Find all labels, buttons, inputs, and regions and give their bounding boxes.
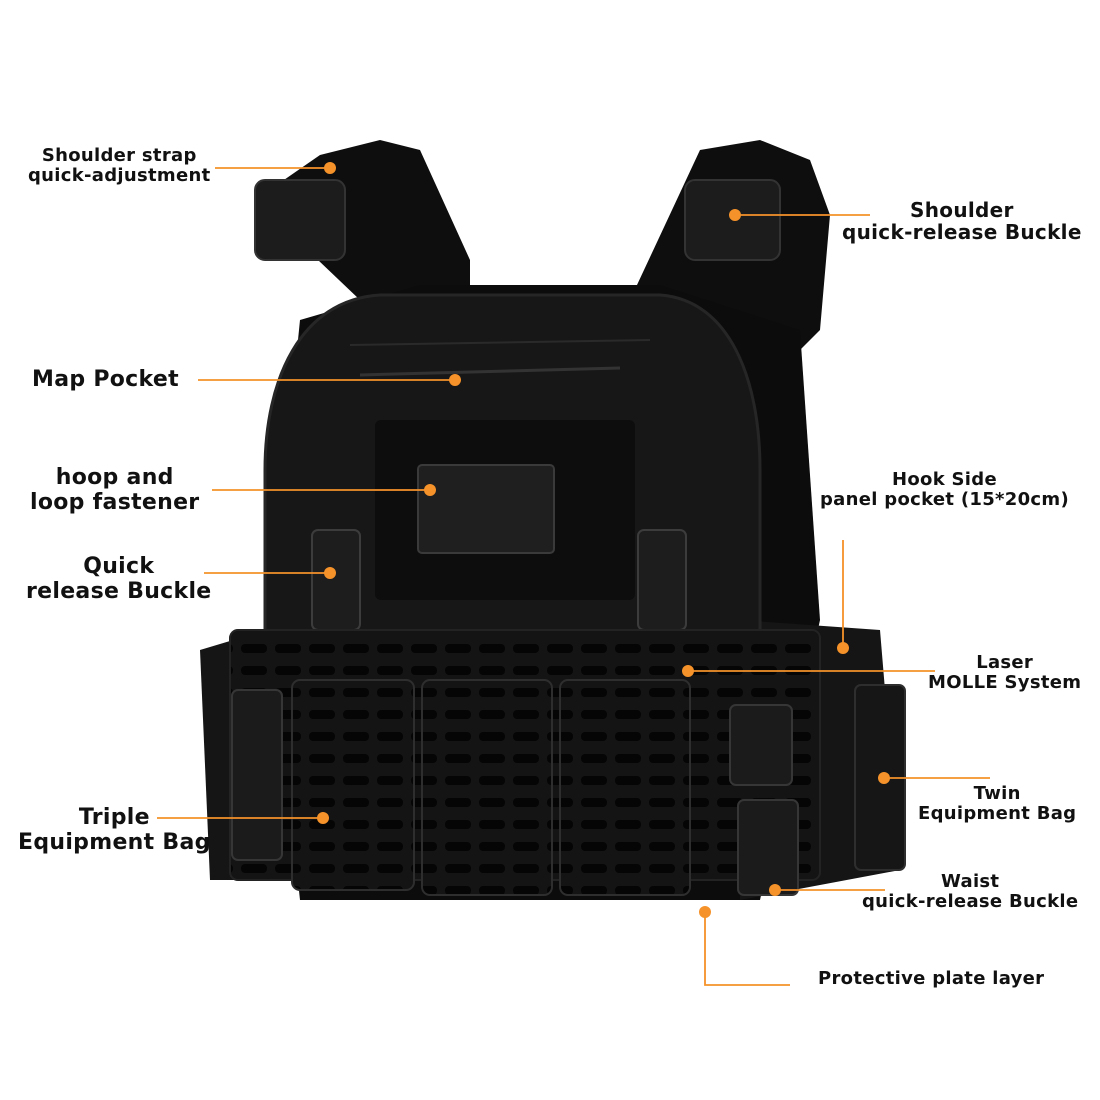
callout-plate-layer bbox=[704, 912, 790, 986]
triple-pouch-right bbox=[559, 679, 691, 896]
label-plate-layer: Protective plate layer bbox=[818, 968, 1045, 989]
label-hoop-loop: hoop and loop fastener bbox=[30, 465, 200, 515]
left-waist-buckle bbox=[231, 689, 283, 861]
dot-shoulder-strap bbox=[324, 162, 336, 174]
dot-twin-bag bbox=[878, 772, 890, 784]
dot-quick-release bbox=[324, 567, 336, 579]
map-pocket-zipper bbox=[359, 366, 621, 377]
velcro-patch bbox=[417, 464, 555, 554]
dot-map-pocket bbox=[449, 374, 461, 386]
left-quick-release-buckle bbox=[311, 529, 361, 631]
triple-pouch-middle bbox=[421, 679, 553, 896]
label-waist-buckle: Waist quick-release Buckle bbox=[862, 871, 1079, 913]
label-laser-molle: Laser MOLLE System bbox=[928, 652, 1082, 694]
left-strap-buckle bbox=[254, 179, 346, 261]
dot-plate-layer bbox=[699, 906, 711, 918]
label-quick-release: Quick release Buckle bbox=[26, 554, 212, 604]
triple-pouch-left bbox=[291, 679, 415, 891]
right-quick-release-buckle bbox=[637, 529, 687, 631]
dot-laser-molle bbox=[682, 665, 694, 677]
dot-shoulder-buckle bbox=[729, 209, 741, 221]
label-hook-side: Hook Side panel pocket (15*20cm) bbox=[820, 469, 1069, 511]
dot-waist-buckle bbox=[769, 884, 781, 896]
right-waist-buckle-lower bbox=[737, 799, 799, 896]
label-map-pocket: Map Pocket bbox=[32, 367, 179, 392]
label-shoulder-strap: Shoulder strap quick-adjustment bbox=[28, 145, 211, 187]
label-triple-bag: Triple Equipment Bag bbox=[18, 805, 211, 855]
label-shoulder-buckle: Shoulder quick-release Buckle bbox=[842, 198, 1082, 245]
label-twin-bag: Twin Equipment Bag bbox=[918, 783, 1077, 825]
right-waist-buckle-upper bbox=[729, 704, 793, 786]
callout-dots bbox=[317, 162, 890, 918]
callout-lines bbox=[157, 167, 990, 986]
dot-triple-bag bbox=[317, 812, 329, 824]
map-pocket-flap bbox=[349, 339, 651, 346]
dot-hook-side bbox=[837, 642, 849, 654]
dot-hoop-loop bbox=[424, 484, 436, 496]
